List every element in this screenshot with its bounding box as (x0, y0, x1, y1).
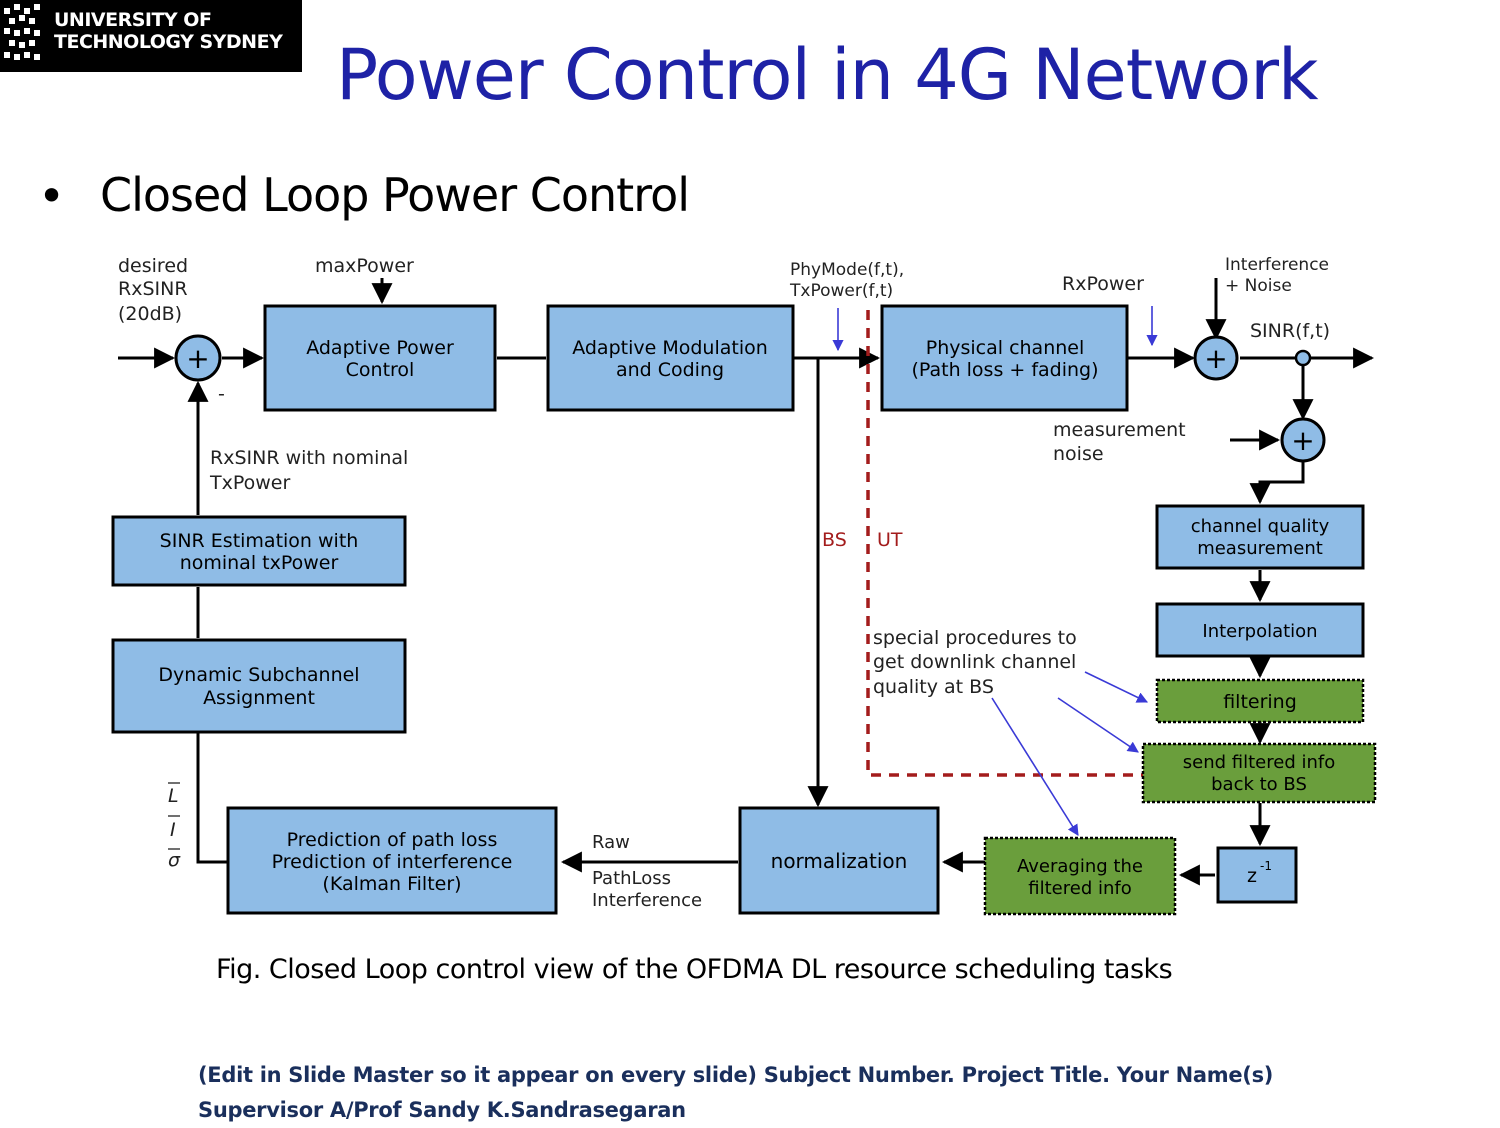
label-maxpower: maxPower (315, 255, 414, 277)
logo-wordmark: UNIVERSITY OF TECHNOLOGY SYDNEY (54, 9, 283, 53)
slide-footer: (Edit in Slide Master so it appear on ev… (198, 1058, 1273, 1128)
normalization-box: normalization (738, 806, 940, 915)
send-filtered-info-box: send filtered info back to BS (1141, 742, 1377, 804)
slide-title: Power Control in 4G Network (336, 34, 1319, 116)
svg-text:+: + (1204, 342, 1227, 375)
label-minus: - (218, 383, 225, 405)
bullet-text: Closed Loop Power Control (100, 168, 690, 222)
label-txpower-nominal: TxPower (209, 472, 290, 494)
svg-text:Physical channel: Physical channel (926, 337, 1085, 359)
adaptive-power-control-box: Adaptive Power Control (263, 304, 497, 412)
uts-emblem-icon (4, 4, 40, 60)
label-pathloss: PathLoss (592, 868, 671, 889)
svg-text:Prediction of path loss: Prediction of path loss (287, 829, 498, 851)
label-special-3: quality at BS (873, 676, 994, 698)
label-measurement: measurement (1053, 419, 1186, 441)
logo-line-1: UNIVERSITY OF (54, 9, 212, 31)
label-txpower: TxPower(f,t) (789, 281, 893, 301)
svg-text:Assignment: Assignment (203, 687, 315, 709)
vector-arrow-marks (168, 782, 180, 850)
label-vec-l: L (168, 785, 179, 807)
label-noise-2: noise (1053, 443, 1104, 465)
physical-channel-box: Physical channel (Path loss + fading) (880, 304, 1129, 412)
label-ut: UT (877, 529, 903, 551)
svg-text:Prediction of interference: Prediction of interference (272, 851, 513, 873)
svg-text:Interpolation: Interpolation (1202, 621, 1317, 642)
sum-junction-interference: + (1193, 335, 1239, 381)
svg-text:Control: Control (346, 359, 415, 381)
closed-loop-diagram: + + + Adaptive Power Control Adaptive Mo… (111, 255, 1377, 916)
svg-text:+: + (1291, 424, 1314, 457)
label-desired: desired (118, 255, 188, 277)
footer-line-1: (Edit in Slide Master so it appear on ev… (198, 1063, 1274, 1087)
label-interference-raw: Interference (592, 890, 702, 911)
label-rxsinr-nominal: RxSINR with nominal (210, 447, 408, 469)
svg-text:filtering: filtering (1223, 691, 1297, 713)
svg-text:channel quality: channel quality (1191, 516, 1330, 537)
svg-text:+: + (186, 342, 209, 375)
bullet-dot: • (38, 169, 66, 223)
label-vec-sigma: σ (168, 849, 181, 871)
svg-text:Averaging the: Averaging the (1017, 856, 1143, 877)
svg-text:z: z (1247, 865, 1257, 887)
svg-text:Adaptive Power: Adaptive Power (306, 337, 454, 359)
label-phymode: PhyMode(f,t), (790, 260, 904, 280)
svg-text:(Kalman Filter): (Kalman Filter) (322, 873, 461, 895)
svg-text:back to BS: back to BS (1211, 774, 1307, 795)
svg-text:SINR Estimation with: SINR Estimation with (160, 530, 359, 552)
interpolation-box: Interpolation (1155, 602, 1365, 658)
averaging-box: Averaging the filtered info (983, 836, 1177, 916)
svg-text:Dynamic Subchannel: Dynamic Subchannel (158, 664, 359, 686)
label-20db: (20dB) (118, 303, 182, 325)
label-special-2: get downlink channel (873, 651, 1076, 673)
sum-junction-desired: + (174, 334, 222, 382)
label-interference: Interference (1225, 255, 1329, 275)
connector-lines (118, 278, 1375, 886)
svg-text:Adaptive Modulation: Adaptive Modulation (572, 337, 768, 359)
sinr-estimation-box: SINR Estimation with nominal txPower (111, 515, 407, 587)
svg-text:filtered info: filtered info (1028, 878, 1131, 899)
annotation-arrows (832, 306, 1158, 836)
footer-line-2: Supervisor A/Prof Sandy K.Sandrasegaran (198, 1098, 686, 1122)
dynamic-subchannel-box: Dynamic Subchannel Assignment (111, 638, 407, 734)
svg-text:normalization: normalization (771, 849, 908, 873)
prediction-kalman-box: Prediction of path loss Prediction of in… (226, 806, 558, 915)
university-logo: UNIVERSITY OF TECHNOLOGY SYDNEY (0, 0, 302, 72)
label-raw: Raw (592, 832, 630, 853)
z-inverse-box: z -1 (1216, 846, 1298, 904)
diagram-labels: desired RxSINR (20dB) maxPower PhyMode(f… (118, 255, 1330, 911)
sinr-tap-point (1294, 349, 1312, 367)
label-special-1: special procedures to (873, 627, 1077, 649)
label-rxsinr: RxSINR (118, 278, 188, 300)
logo-line-2: TECHNOLOGY SYDNEY (54, 31, 283, 53)
label-rxpower: RxPower (1062, 273, 1144, 295)
filtering-box: filtering (1155, 678, 1365, 724)
svg-text:nominal txPower: nominal txPower (180, 552, 339, 574)
channel-quality-measurement-box: channel quality measurement (1155, 504, 1365, 570)
label-vec-i: I (170, 819, 176, 841)
label-noise: + Noise (1225, 276, 1292, 296)
svg-text:(Path loss + fading): (Path loss + fading) (911, 359, 1098, 381)
svg-text:-1: -1 (1260, 859, 1272, 873)
sum-junction-measurement: + (1280, 417, 1326, 463)
label-bs: BS (822, 529, 847, 551)
figure-caption: Fig. Closed Loop control view of the OFD… (216, 954, 1173, 985)
svg-text:send filtered info: send filtered info (1183, 752, 1335, 773)
adaptive-modulation-box: Adaptive Modulation and Coding (546, 304, 795, 412)
label-sinr: SINR(f,t) (1250, 320, 1330, 342)
svg-text:measurement: measurement (1197, 538, 1323, 559)
svg-text:and Coding: and Coding (616, 359, 724, 381)
